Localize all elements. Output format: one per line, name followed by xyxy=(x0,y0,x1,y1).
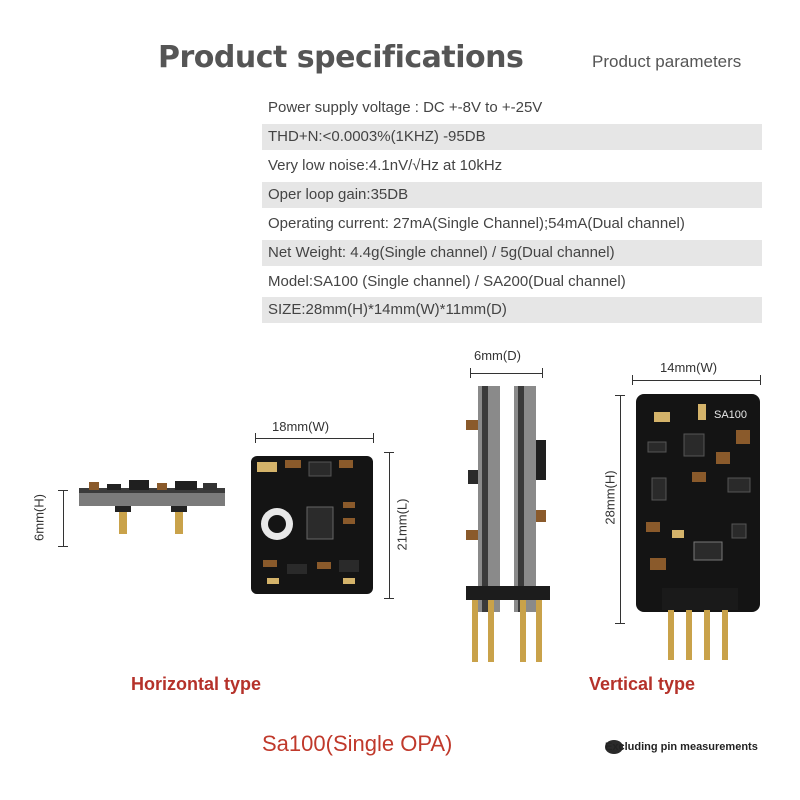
horizontal-length-label: 21mm(L) xyxy=(394,498,410,551)
vertical-depth-label: 6mm(D) xyxy=(474,348,521,363)
horizontal-side-view-image xyxy=(79,480,225,534)
vertical-side-view-image xyxy=(466,386,550,662)
vertical-width-label: 14mm(W) xyxy=(660,360,718,375)
spec-row: Net Weight: 4.4g(Single channel) / 5g(Du… xyxy=(262,240,762,266)
dimension-tick xyxy=(255,433,256,443)
vertical-front-view-image: SA100 xyxy=(636,394,760,660)
spec-row: THD+N:<0.0003%(1KHZ) -95DB xyxy=(262,124,762,150)
height-dimension-line xyxy=(63,490,64,546)
pin-measurement-note: Excluding pin measurements xyxy=(605,741,758,753)
width-dimension-line xyxy=(632,380,760,381)
dimension-tick xyxy=(373,433,374,443)
spec-row: Power supply voltage : DC +-8V to +-25V xyxy=(268,99,543,116)
model-label: Sa100(Single OPA) xyxy=(262,731,453,756)
depth-dimension-line xyxy=(470,373,542,374)
horizontal-type-label: Horizontal type xyxy=(131,674,262,694)
spec-row: Oper loop gain:35DB xyxy=(262,182,762,208)
dimension-tick xyxy=(615,395,625,396)
dimension-tick xyxy=(58,546,68,547)
page-title: Product specifications xyxy=(158,40,524,75)
height-dimension-line xyxy=(620,395,621,623)
dimension-tick xyxy=(615,623,625,624)
spec-row: Model:SA100 (Single channel) / SA200(Dua… xyxy=(268,273,626,290)
board-marking: SA100 xyxy=(714,409,747,421)
dimension-tick xyxy=(470,368,471,378)
vertical-type-label: Vertical type xyxy=(589,674,696,694)
spec-row: Operating current: 27mA(Single Channel);… xyxy=(268,215,685,232)
horizontal-top-view-image xyxy=(251,456,373,594)
bullet-icon xyxy=(605,740,623,754)
dimension-tick xyxy=(58,490,68,491)
dimension-tick xyxy=(542,368,543,378)
spec-row: Very low noise:4.1nV/√Hz at 10kHz xyxy=(268,157,503,174)
horizontal-width-label: 18mm(W) xyxy=(272,419,330,434)
vertical-height-label: 28mm(H) xyxy=(602,470,618,525)
width-dimension-line xyxy=(255,438,373,439)
dimension-tick xyxy=(760,375,761,385)
dimension-tick xyxy=(632,375,633,385)
dimension-tick xyxy=(384,452,394,453)
spec-row: SIZE:28mm(H)*14mm(W)*11mm(D) xyxy=(262,297,762,323)
length-dimension-line xyxy=(389,452,390,598)
page-subtitle: Product parameters xyxy=(592,52,742,71)
dimension-tick xyxy=(384,598,394,599)
horizontal-height-label: 6mm(H) xyxy=(31,494,47,541)
